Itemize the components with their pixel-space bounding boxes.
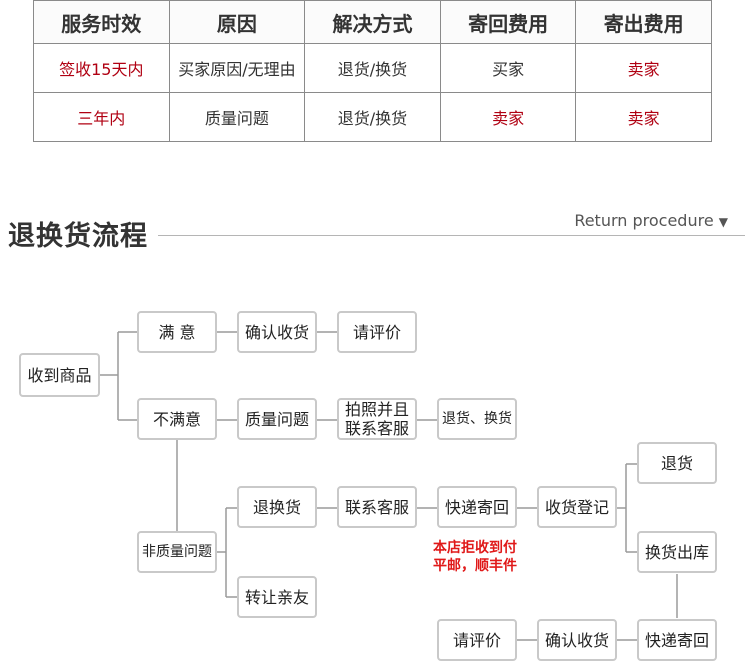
node-unsatisfied: 不满意: [137, 398, 217, 440]
node-contact-service: 联系客服: [337, 486, 417, 528]
down-arrow-icon: ▼: [718, 215, 728, 229]
node-receipt-register: 收货登记: [537, 486, 617, 528]
section-subtitle-text: Return procedure: [574, 211, 714, 230]
node-return-exchange: 退货、换货: [437, 398, 517, 440]
node-refund: 退货: [637, 442, 717, 484]
node-satisfied: 满 意: [137, 311, 217, 353]
table-header-row: 服务时效 原因 解决方式 寄回费用 寄出费用: [33, 0, 712, 44]
connector-receive-branch: [100, 331, 137, 421]
header-return-cost: 寄回费用: [439, 0, 577, 44]
cell-reason: 买家原因/无理由: [168, 43, 306, 93]
node-receive-goods: 收到商品: [19, 353, 100, 397]
header-service-period: 服务时效: [33, 0, 170, 44]
cell-service-period: 签收15天内: [33, 43, 170, 93]
cell-service-period: 三年内: [33, 92, 170, 142]
node-confirm-receipt: 确认收货: [237, 311, 317, 353]
node-exchange-out: 换货出库: [637, 531, 717, 573]
table-row: 三年内 质量问题 退货/换货 卖家 卖家: [33, 92, 712, 142]
node-express-return: 快递寄回: [437, 486, 517, 528]
node-photo-contact: 拍照并且 联系客服: [337, 398, 417, 440]
cell-solution: 退货/换货: [304, 92, 441, 142]
node-please-review: 请评价: [337, 311, 417, 353]
node-please-review-2: 请评价: [437, 619, 517, 661]
cell-send-cost: 卖家: [575, 92, 712, 142]
node-transfer-friends: 转让亲友: [237, 576, 317, 618]
node-photo-contact-line2: 联系客服: [344, 419, 409, 438]
node-return-exchange-goods: 退换货: [237, 486, 317, 528]
shipping-note-line1: 本店拒收到付: [433, 540, 517, 556]
section-subtitle: Return procedure ▼: [574, 211, 728, 230]
node-non-quality-issue: 非质量问题: [137, 531, 217, 573]
section-title: 退换货流程: [8, 221, 148, 252]
cell-send-cost: 卖家: [575, 43, 712, 93]
table-row: 签收15天内 买家原因/无理由 退货/换货 买家 卖家: [33, 43, 712, 93]
cell-reason: 质量问题: [168, 92, 306, 142]
header-send-cost: 寄出费用: [575, 0, 712, 44]
cell-return-cost: 卖家: [439, 92, 577, 142]
node-express-back: 快递寄回: [637, 619, 717, 661]
cell-solution: 退货/换货: [304, 43, 441, 93]
connector-register-branch: [617, 463, 637, 553]
shipping-note: 本店拒收到付 平邮，顺丰件: [433, 539, 517, 575]
shipping-note-line2: 平邮，顺丰件: [433, 558, 517, 574]
policy-table: 服务时效 原因 解决方式 寄回费用 寄出费用 签收15天内 买家原因/无理由 退…: [33, 0, 712, 142]
connector-non-quality-branch: [217, 507, 237, 598]
node-confirm-receipt-2: 确认收货: [537, 619, 617, 661]
node-photo-contact-line1: 拍照并且: [344, 400, 409, 419]
section-divider: [158, 235, 745, 236]
node-quality-issue: 质量问题: [237, 398, 317, 440]
